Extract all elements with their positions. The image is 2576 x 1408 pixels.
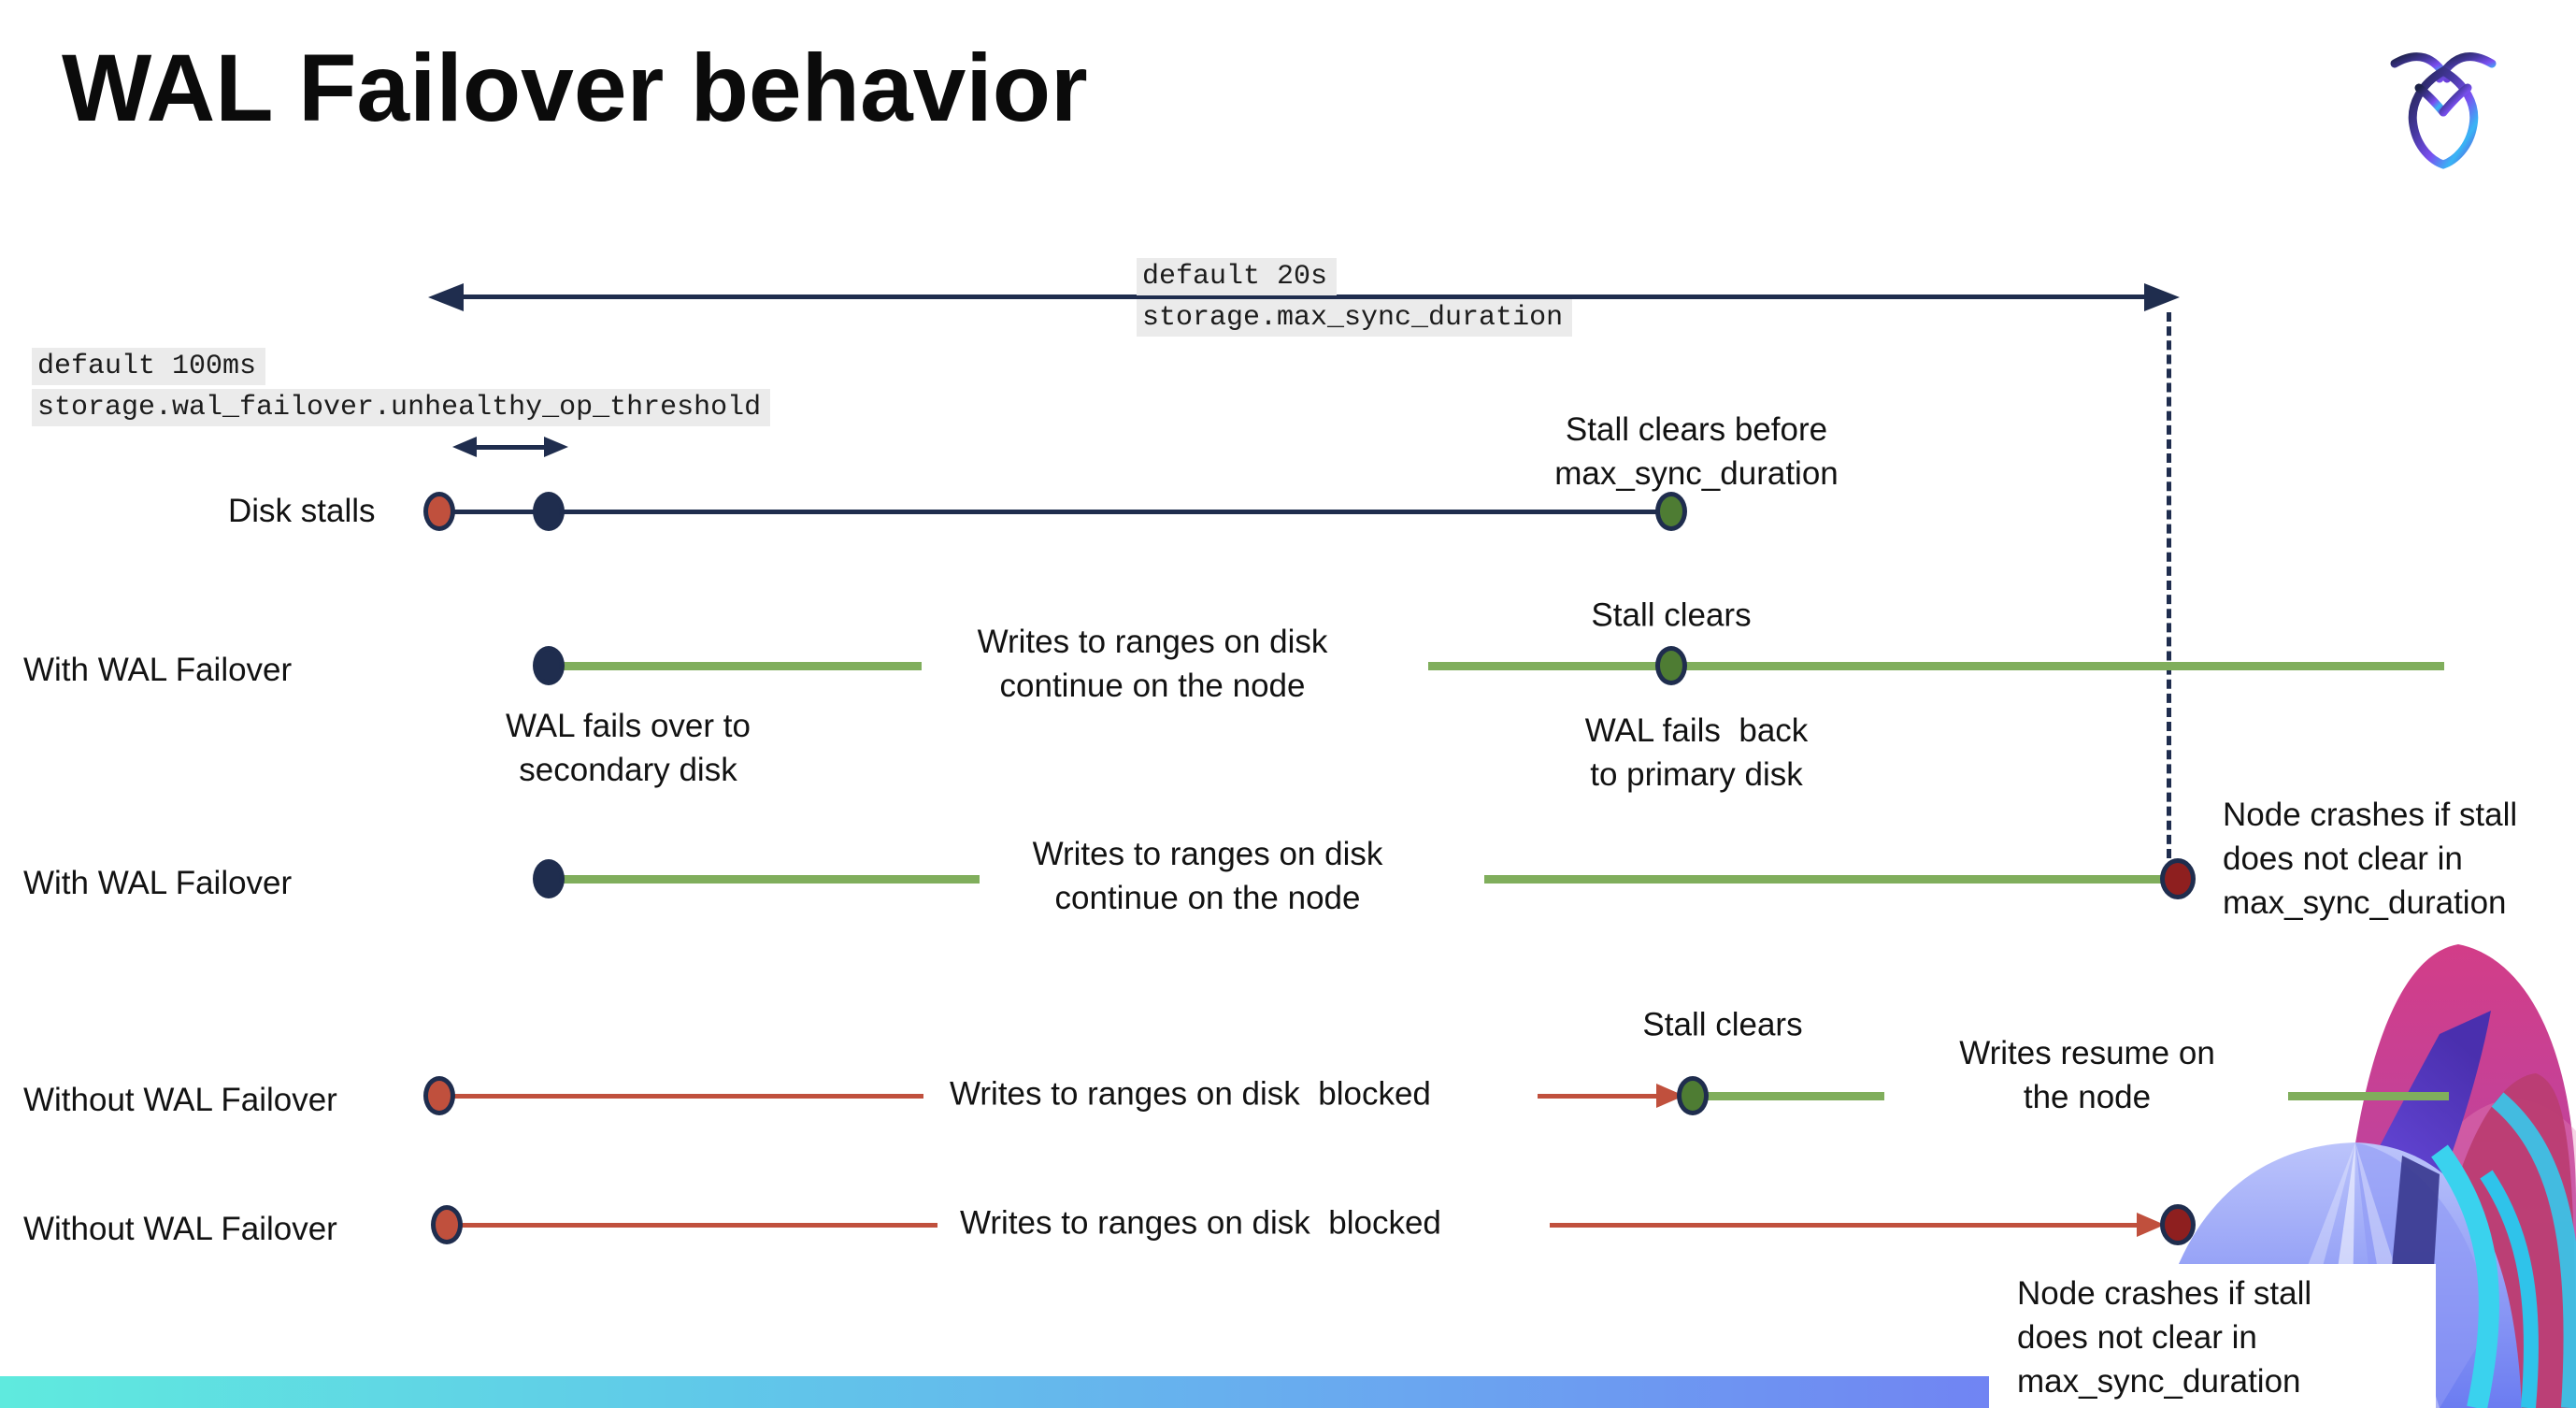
stall-start-dot [423, 1076, 455, 1115]
page-title: WAL Failover behavior [62, 35, 1088, 141]
writes-continue-line [559, 875, 980, 884]
wal-failback-note: WAL fails back to primary disk [1584, 712, 1809, 793]
failover-dot [533, 859, 565, 898]
stall-clear-dot [1655, 646, 1687, 685]
writes-blocked-note: Writes to ranges on disk blocked [960, 1204, 1441, 1242]
max-sync-duration-arrow-line [458, 295, 2148, 299]
crash-note-line: Node crashes if stall [2017, 1275, 2312, 1312]
row-label-with-wal-failover: With WAL Failover [23, 865, 293, 901]
writes-blocked-line [1550, 1223, 2140, 1228]
wal-failover-note: WAL fails over to secondary disk [506, 708, 751, 788]
stall-clears-before-note: Stall clears before max_sync_duration [1554, 411, 1839, 492]
stall-clear-dot [1677, 1076, 1709, 1115]
arrow-right-head-icon [544, 437, 568, 457]
max-sync-deadline-dashed-line [2167, 312, 2171, 858]
unhealthy-op-arrow-line [473, 445, 548, 450]
row-label-without-wal-failover: Without WAL Failover [23, 1082, 337, 1118]
writes-resume-line [1707, 1092, 1884, 1100]
crash-note-line: does not clear in [2017, 1319, 2257, 1356]
row-label-disk-stalls: Disk stalls [228, 493, 376, 529]
cockroachdb-logo-icon [2390, 52, 2497, 169]
stall-start-dot [423, 492, 455, 531]
writes-continue-line [1484, 875, 2167, 884]
stall-clears-note: Stall clears [1642, 1006, 1803, 1043]
writes-continue-line [1428, 662, 2444, 670]
unhealthy-op-default-badge: default 100ms [32, 348, 266, 385]
node-crash-dot [2160, 858, 2196, 899]
stall-clear-dot [1655, 492, 1687, 531]
writes-blocked-line [451, 1094, 923, 1099]
writes-resume-note: Writes resume on the node [1959, 1035, 2215, 1115]
writes-blocked-line [1538, 1094, 1659, 1099]
node-crash-dot [2160, 1204, 2196, 1245]
row-label-without-wal-failover: Without WAL Failover [23, 1211, 337, 1247]
writes-continue-note: Writes to ranges on disk continue on the… [1032, 836, 1383, 916]
writes-continue-line [559, 662, 922, 670]
threshold-dot [533, 492, 565, 531]
arrow-left-head-icon [452, 437, 477, 457]
node-crash-callout-box: Node crashes if stall does not clear in … [1989, 1264, 2436, 1408]
writes-continue-note: Writes to ranges on disk continue on the… [977, 624, 1328, 704]
max-sync-setting-badge: storage.max_sync_duration [1137, 299, 1573, 337]
arrow-left-head-icon [428, 283, 464, 311]
row-label-with-wal-failover: With WAL Failover [23, 652, 293, 688]
writes-blocked-note: Writes to ranges on disk blocked [950, 1075, 1431, 1113]
stall-clears-note: Stall clears [1591, 596, 1752, 634]
unhealthy-op-setting-badge: storage.wal_failover.unhealthy_op_thresh… [32, 389, 771, 426]
node-crash-note: Node crashes if stall does not clear in … [2223, 797, 2518, 921]
writes-resume-line [2288, 1092, 2449, 1100]
disk-stall-timeline-line [439, 510, 1671, 514]
max-sync-default-badge: default 20s [1137, 258, 1338, 295]
failover-dot [533, 646, 565, 685]
writes-blocked-line [459, 1223, 937, 1228]
stall-start-dot [431, 1205, 463, 1244]
arrow-right-head-icon [2144, 283, 2180, 311]
crash-note-line: max_sync_duration [2017, 1363, 2301, 1400]
